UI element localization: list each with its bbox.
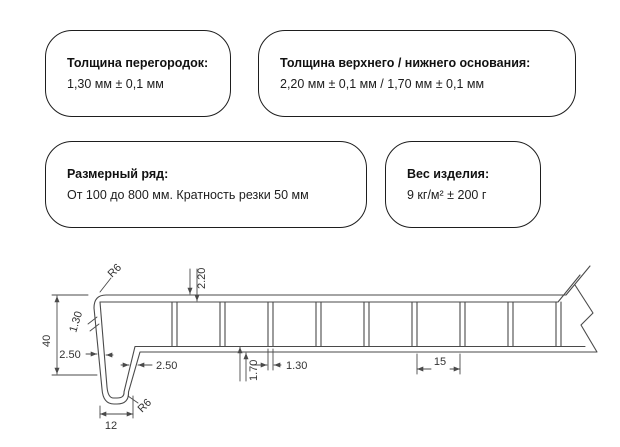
dim-label-front-wall: 1.30	[67, 310, 85, 334]
spec-value-partition-thickness: 1,30 мм ± 0,1 мм	[67, 77, 164, 91]
spec-title-base-thickness: Толщина верхнего / нижнего основания:	[280, 56, 531, 70]
profile-bottom-outer	[93, 284, 598, 405]
dim-label-radius-top: R6	[106, 262, 124, 280]
technical-drawing-cross-section: R6 2.20 1.30 40 2.50 2.50 1.70 1.30 15 1…	[41, 262, 598, 432]
dim-line-front-wall-a	[87, 316, 98, 325]
dim-label-partition: 1.30	[286, 360, 307, 372]
spec-box-weight: Вес изделия: 9 кг/м² ± 200 г	[385, 141, 541, 228]
spec-title-size-range: Размерный ряд:	[67, 167, 169, 181]
dim-label-height: 40	[41, 335, 53, 347]
spec-box-size-range: Размерный ряд: От 100 до 800 мм. Кратнос…	[45, 141, 367, 228]
spec-value-weight: 9 кг/м² ± 200 г	[407, 188, 487, 202]
profile-top-outer	[93, 265, 591, 309]
spec-box-partition-thickness: Толщина перегородок: 1,30 мм ± 0,1 мм	[45, 30, 231, 117]
spec-value-size-range: От 100 до 800 мм. Кратность резки 50 мм	[67, 188, 309, 202]
spec-value-base-thickness: 2,20 мм ± 0,1 мм / 1,70 мм ± 0,1 мм	[280, 77, 485, 91]
leader-radius-nose	[127, 395, 139, 404]
dim-label-front-lower: 2.50	[59, 349, 80, 361]
dimension-labels: R6 2.20 1.30 40 2.50 2.50 1.70 1.30 15 1…	[41, 262, 446, 432]
dim-label-radius-nose: R6	[136, 397, 154, 415]
profile-partitions	[171, 301, 562, 348]
dim-label-bottom-base: 1.70	[248, 360, 260, 381]
dim-label-cell-width: 15	[434, 356, 446, 368]
spec-box-base-thickness: Толщина верхнего / нижнего основания: 2,…	[258, 30, 576, 117]
profile-top-inner	[99, 274, 581, 303]
profile-outline	[93, 265, 598, 405]
spec-title-partition-thickness: Толщина перегородок:	[67, 56, 209, 70]
dimension-lines	[51, 268, 461, 419]
leader-radius-top	[99, 277, 112, 293]
dim-label-nose-wall: 2.50	[156, 360, 177, 372]
dim-label-top-base: 2.20	[196, 268, 208, 289]
profile-bottom-inner	[99, 301, 586, 399]
spec-title-weight: Вес изделия:	[407, 167, 490, 181]
dim-label-nose-width: 12	[105, 420, 117, 432]
dim-line-front-wall-b	[89, 323, 100, 332]
